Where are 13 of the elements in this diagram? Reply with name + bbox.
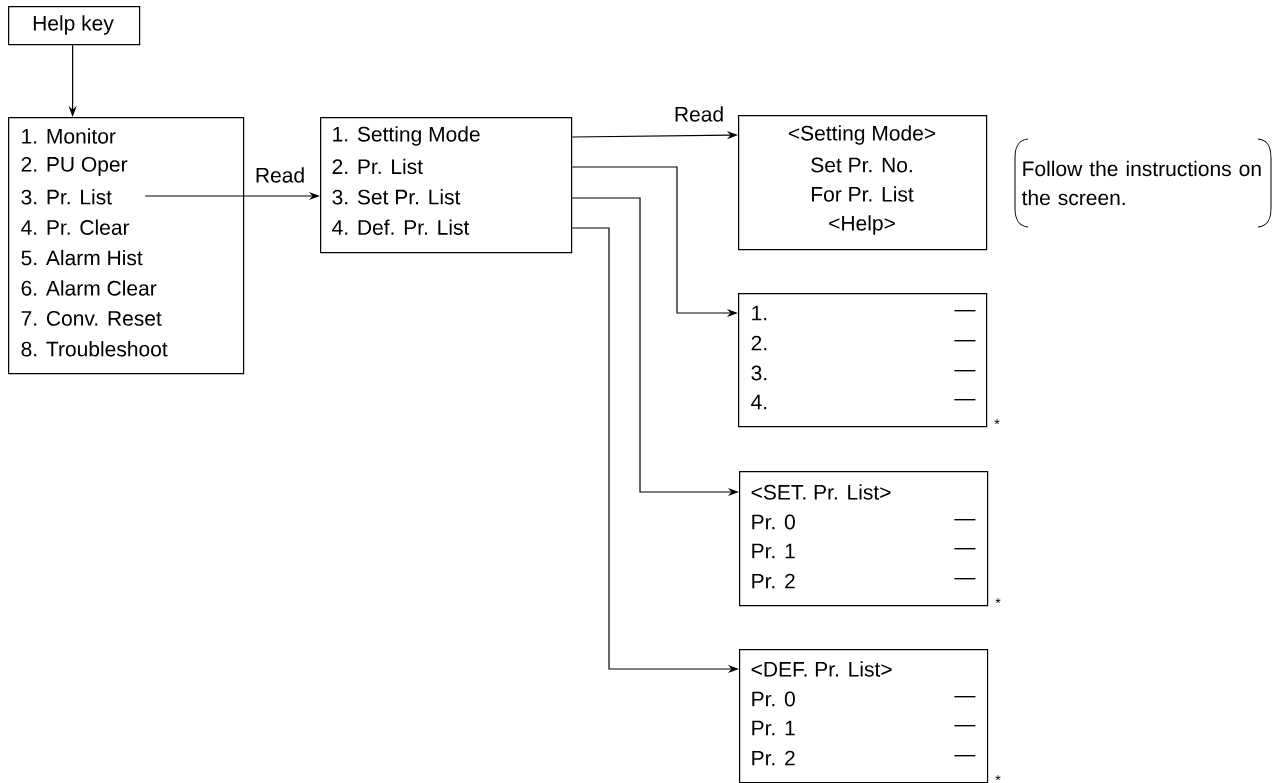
key-box: Help key	[8, 6, 141, 46]
footnote-mark: *	[995, 775, 1001, 781]
menu-box: 1. Setting Mode 2. Pr. List 3. Set Pr. List 4. Def. Pr. List	[320, 117, 573, 254]
list-box: <SET. Pr. List> Pr. 0 — Pr. 1 — Pr. 2 — *	[739, 471, 1001, 607]
list-box: <DEF. Pr. List> Pr. 0 — Pr. 1 — Pr. 2 — *	[739, 649, 1001, 783]
edge-label: Read	[672, 105, 726, 123]
note-text: Follow the instructions on the screen.	[1021, 160, 1261, 206]
footnote-mark: *	[995, 598, 1001, 604]
screen-box: <Setting Mode> Set Pr. No. For Pr. List <Help>	[738, 115, 988, 251]
menu-box: 1. Monitor 2. PU Oper 3. Pr. List 4. Pr. Clear 5. Alarm Hist 6. Alarm Clear 7. Conv. Reset 8. Troubleshoot	[8, 117, 245, 375]
edge-label: Read	[253, 166, 307, 184]
footnote-mark: *	[994, 419, 1000, 425]
list-box: 1. — 2. — 3. — 4. — *	[738, 293, 1000, 428]
